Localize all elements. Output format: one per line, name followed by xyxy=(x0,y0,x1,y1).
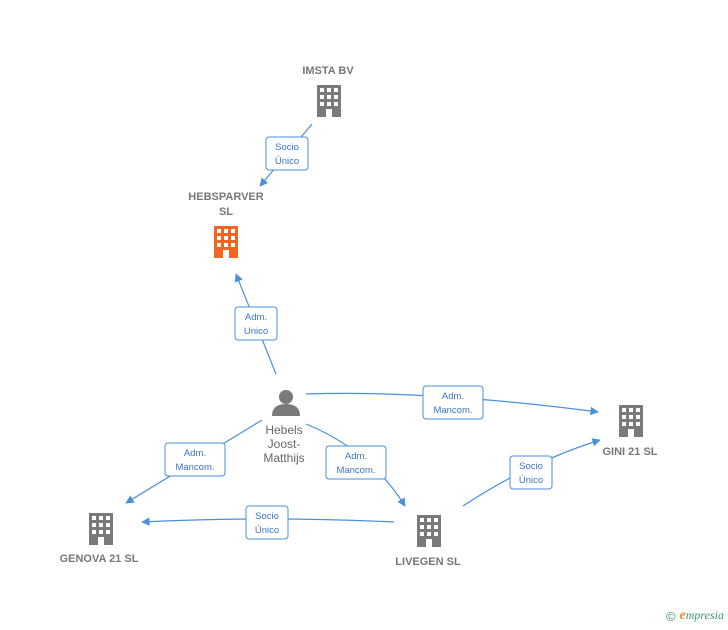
node-label-line2: SL xyxy=(219,206,233,218)
svg-text:Unico: Unico xyxy=(244,326,268,337)
svg-text:Adm.: Adm. xyxy=(245,312,267,323)
person-icon xyxy=(272,390,300,416)
building-icon xyxy=(214,226,238,258)
node-livegen-sl[interactable]: LIVEGEN SL xyxy=(395,515,461,568)
brand-rest: mpresia xyxy=(685,608,724,622)
edge-label-livegen-gini: Socio Único xyxy=(509,455,553,490)
edge-label-person-livegen: Adm. Mancom. xyxy=(325,445,387,480)
person-label-line2: Joost- xyxy=(268,437,301,451)
node-label: GINI 21 SL xyxy=(602,446,657,458)
node-label: IMSTA BV xyxy=(302,65,354,77)
node-imsta-bv[interactable]: IMSTA BV xyxy=(302,65,354,117)
edge-label-person-hebsparver: Adm. Unico xyxy=(234,306,278,341)
edge-label-livegen-genova: Socio Único xyxy=(245,505,289,540)
edge-label-person-genova: Adm. Mancom. xyxy=(164,442,226,477)
svg-text:Socio: Socio xyxy=(275,142,299,153)
copyright-symbol: © xyxy=(665,608,676,624)
person-label-line1: Hebels xyxy=(265,423,302,437)
building-icon xyxy=(89,513,113,545)
svg-text:Adm.: Adm. xyxy=(345,451,367,462)
svg-text:Adm.: Adm. xyxy=(442,391,464,402)
building-icon xyxy=(417,515,441,547)
svg-text:Único: Único xyxy=(519,475,543,486)
brand-initial: e xyxy=(679,608,686,623)
svg-text:Mancom.: Mancom. xyxy=(175,462,214,473)
node-label: GENOVA 21 SL xyxy=(60,553,139,565)
svg-text:Adm.: Adm. xyxy=(184,448,206,459)
node-genova-21-sl[interactable]: GENOVA 21 SL xyxy=(60,513,139,565)
empresia-logo[interactable]: empresia xyxy=(680,608,724,624)
svg-text:Único: Único xyxy=(275,156,299,167)
node-label-line1: HEBSPARVER xyxy=(188,191,263,203)
svg-text:Mancom.: Mancom. xyxy=(336,465,375,476)
edge-label-person-gini: Adm. Mancom. xyxy=(422,385,484,420)
node-gini-21-sl[interactable]: GINI 21 SL xyxy=(602,405,658,458)
svg-text:Socio: Socio xyxy=(255,511,279,522)
node-label: LIVEGEN SL xyxy=(395,556,461,568)
svg-text:Único: Único xyxy=(255,525,279,536)
building-icon xyxy=(619,405,643,437)
svg-text:Mancom.: Mancom. xyxy=(433,405,472,416)
person-label-line3: Matthijs xyxy=(263,451,304,465)
building-icon xyxy=(317,85,341,117)
edge-label-imsta-hebsparver: Socio Único xyxy=(265,136,309,171)
footer-brand: © empresia xyxy=(666,608,724,624)
svg-text:Socio: Socio xyxy=(519,461,543,472)
node-person-hebels[interactable]: Hebels Joost- Matthijs xyxy=(263,390,305,465)
node-hebsparver-sl[interactable]: HEBSPARVER SL xyxy=(188,191,264,258)
